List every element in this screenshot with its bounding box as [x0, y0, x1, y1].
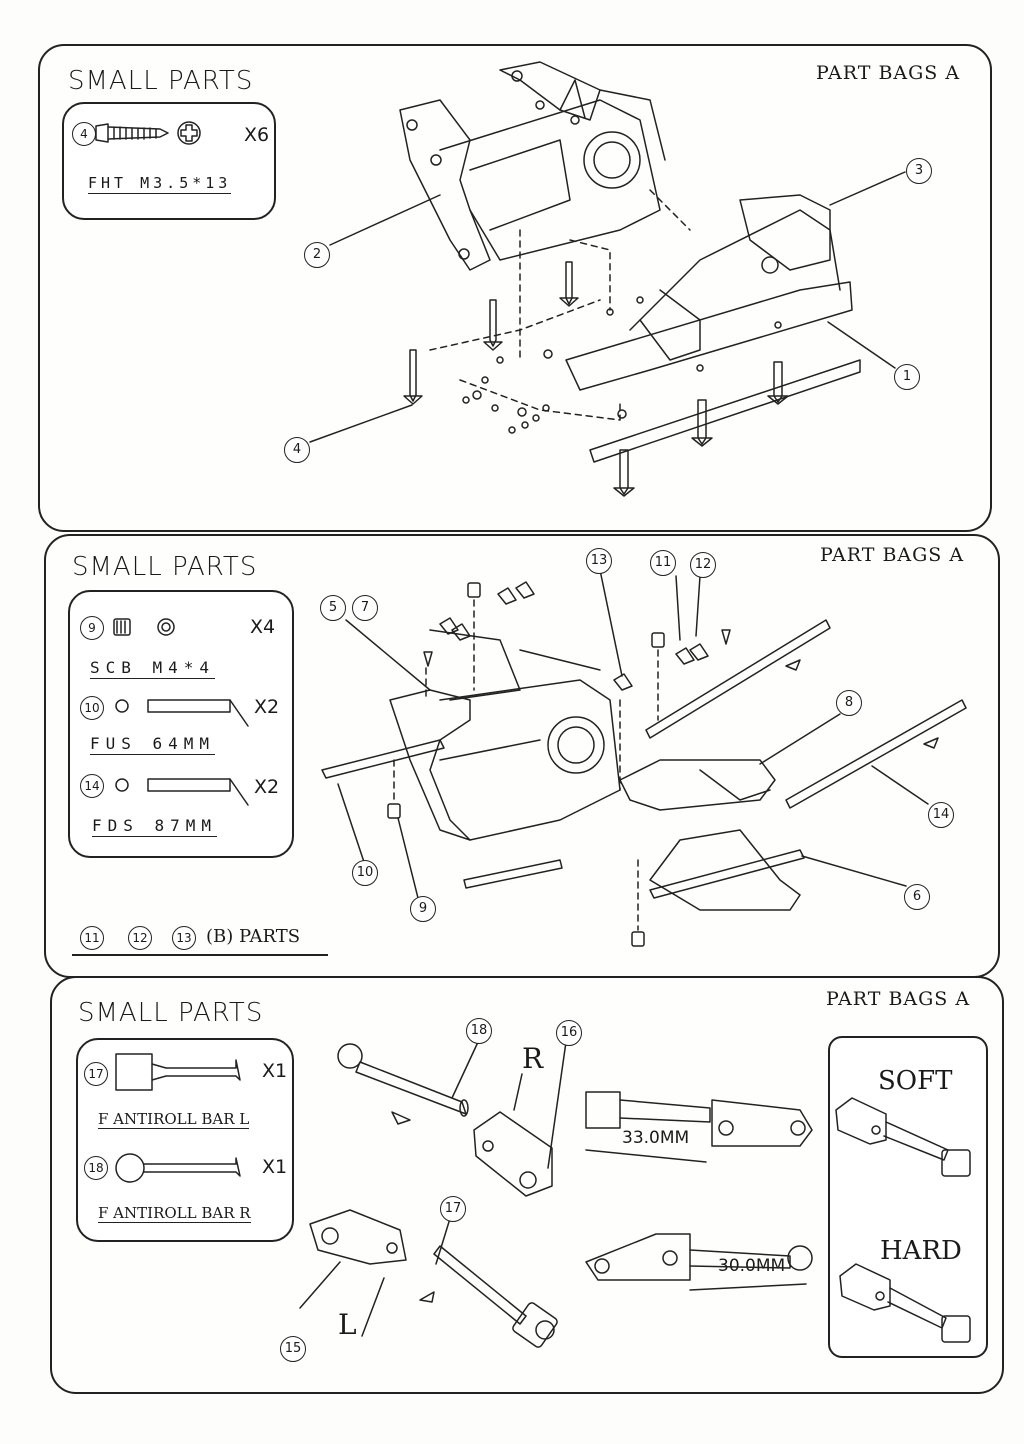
callout-4: 4: [284, 437, 310, 463]
part-qty: X6: [244, 124, 270, 146]
part-number-18: 18: [84, 1156, 108, 1180]
part-caption: F ANTIROLL BAR R: [98, 1204, 251, 1223]
bar-assembly-33mm: [585, 1091, 813, 1163]
callout-10: 10: [352, 860, 378, 886]
antiroll-bar-r-drawing: [337, 1043, 469, 1117]
part-caption: FDS 87MM: [92, 816, 218, 837]
part-caption: FUS 64MM: [90, 734, 216, 755]
screw-drawings: [403, 261, 789, 497]
panel1-part-bags: PART BAGS A: [816, 62, 961, 84]
b-part-11: 11: [80, 926, 104, 950]
side-l-label: L: [338, 1308, 357, 1341]
assembly-guide-lines: [429, 189, 691, 421]
antiroll-bar-l-drawing: [433, 1245, 558, 1348]
arm-hardware: [387, 581, 731, 947]
b-part-12: 12: [128, 926, 152, 950]
callout-12: 12: [690, 552, 716, 578]
arm-guide-lines: [393, 599, 659, 931]
panel1-parts-box: [62, 102, 276, 220]
callout-14: 14: [928, 802, 954, 828]
b-part-13: 13: [172, 926, 196, 950]
part-qty: X4: [250, 616, 276, 638]
part-number-9: 9: [80, 616, 104, 640]
callout-17: 17: [440, 1196, 466, 1222]
callout-2: 2: [304, 242, 330, 268]
b-parts-line: [72, 922, 328, 956]
callout-1: 1: [894, 364, 920, 390]
soft-label: SOFT: [878, 1066, 953, 1096]
dim-30mm: 30.0MM: [718, 1256, 786, 1276]
panel3-title: SMALL PARTS: [78, 998, 264, 1028]
panel3-parts-box: [76, 1038, 294, 1242]
pin-64mm-icon: [115, 699, 249, 727]
panel2-part-bags: PART BAGS A: [820, 544, 965, 566]
part-number-14: 14: [80, 774, 104, 798]
panel2-parts-box: [68, 590, 294, 858]
callout-3: 3: [906, 158, 932, 184]
soft-hard-box: [828, 1036, 988, 1358]
hinge-pin-drawings: [321, 619, 967, 899]
bulkhead-arm-drawing: [389, 629, 621, 841]
callout-9: 9: [410, 896, 436, 922]
bar-assembly-30mm: [585, 1233, 813, 1291]
mount-r-drawing: [473, 1111, 553, 1197]
suspension-arm-drawing: [619, 759, 801, 911]
callout-15: 15: [280, 1336, 306, 1362]
panel2-title: SMALL PARTS: [72, 552, 258, 582]
leader-lines-panel2: [337, 569, 929, 899]
side-r-label: R: [522, 1042, 544, 1075]
panel1-title: SMALL PARTS: [68, 66, 254, 96]
hard-label: HARD: [880, 1236, 962, 1266]
callout-6: 6: [904, 884, 930, 910]
antiroll-bar-r-icon: [115, 1153, 241, 1183]
front-bulkhead-drawing: [399, 61, 666, 271]
part-qty: X1: [262, 1060, 288, 1082]
callout-13: 13: [586, 548, 612, 574]
set-screw-icon: [113, 618, 175, 636]
mounting-holes: [462, 296, 782, 434]
hard-setting-drawing: [839, 1263, 971, 1343]
callout-8: 8: [836, 690, 862, 716]
screw-icon: [95, 121, 201, 145]
callout-16: 16: [556, 1020, 582, 1046]
b-parts-label: (B) PARTS: [206, 926, 301, 947]
callout-11: 11: [650, 550, 676, 576]
part-qty: X2: [254, 776, 280, 798]
callout-7: 7: [352, 595, 378, 621]
part-caption: SCB M4*4: [90, 658, 216, 679]
chassis-plate-drawing: [565, 194, 861, 463]
part-number-4: 4: [72, 122, 96, 146]
callout-18: 18: [466, 1018, 492, 1044]
leader-lines-panel1: [309, 171, 906, 443]
antiroll-bar-l-icon: [115, 1053, 241, 1091]
mount-l-drawing: [309, 1209, 407, 1265]
pin-87mm-icon: [115, 778, 249, 806]
part-number-17: 17: [84, 1062, 108, 1086]
dim-33mm: 33.0MM: [622, 1128, 690, 1148]
direction-arrows: [391, 659, 939, 1303]
soft-setting-drawing: [835, 1097, 971, 1177]
callout-5: 5: [320, 595, 346, 621]
panel3-part-bags: PART BAGS A: [826, 988, 971, 1010]
part-qty: X1: [262, 1156, 288, 1178]
part-number-10: 10: [80, 696, 104, 720]
part-qty: X2: [254, 696, 280, 718]
part-caption: FHT M3.5*13: [88, 174, 232, 194]
part-caption: F ANTIROLL BAR L: [98, 1110, 250, 1129]
